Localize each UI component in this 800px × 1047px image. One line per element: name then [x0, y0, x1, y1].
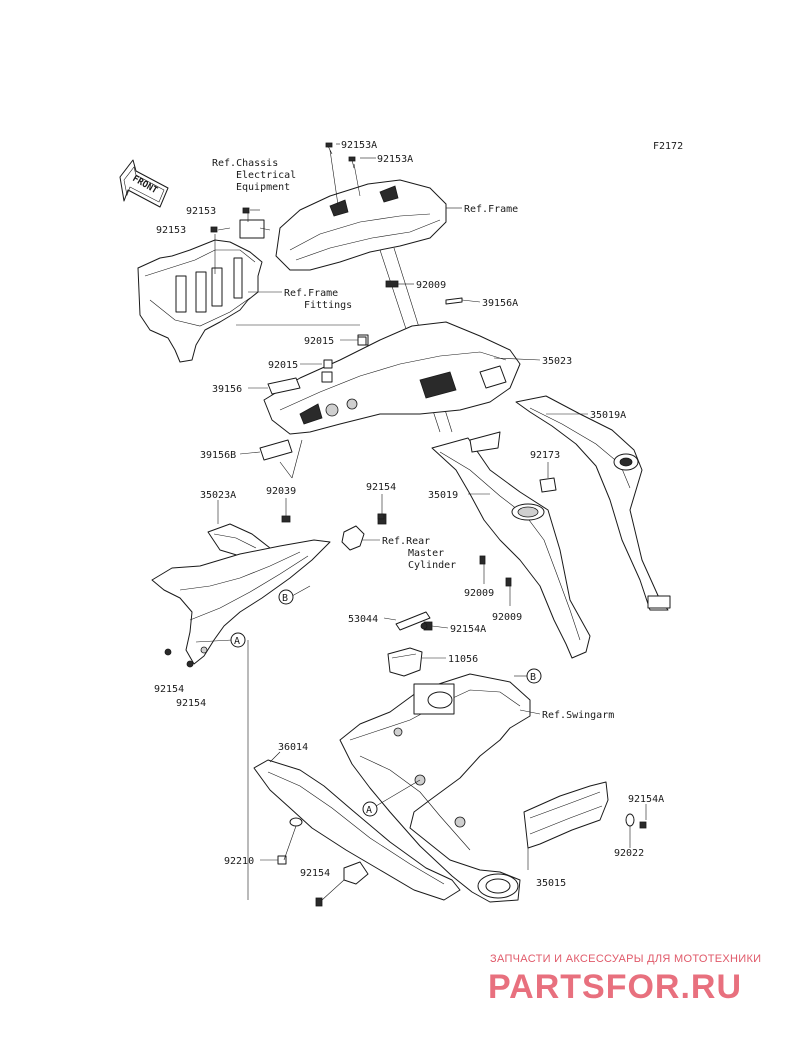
bolt-92154-3-icon — [186, 660, 194, 668]
label-35019: 35019 — [428, 490, 458, 501]
bolt-92039 — [281, 515, 291, 523]
label-ref-rear-master-1: Ref.Rear — [382, 536, 430, 547]
bracket-35019A — [515, 395, 671, 611]
bolt-icons — [164, 142, 647, 907]
label-ref-chassis-3: Equipment — [236, 182, 290, 193]
bolt-92153A-2-icon — [348, 156, 356, 169]
bolt-92154-1-icon — [377, 513, 385, 520]
fastener-92009-top — [385, 280, 399, 288]
label-92154-4: 92154 — [300, 868, 330, 879]
label-ref-frame: Ref.Frame — [464, 204, 518, 215]
bolt-92153-2-icon — [210, 226, 218, 233]
label-92022: 92022 — [614, 848, 644, 859]
ref-B-1: B — [282, 593, 288, 604]
label-92210: 92210 — [224, 856, 254, 867]
cover-35023 — [263, 321, 521, 435]
label-11056: 11056 — [448, 654, 478, 665]
plate-39156A — [445, 297, 463, 305]
label-92154A-2: 92154A — [628, 794, 664, 805]
ref-circle-A-2: A — [362, 801, 378, 817]
chain-guard-36014 — [253, 759, 461, 901]
ref-circle-B-1: B — [278, 589, 294, 605]
watermark-logo: PARTSFOR.RU — [488, 968, 742, 1006]
frame-fittings-bracket — [137, 212, 271, 363]
label-39156: 39156 — [212, 384, 242, 395]
bolt-92015-2-icon — [323, 359, 333, 369]
plate-39156B — [259, 439, 293, 461]
bolt-92154-4-icon — [315, 897, 323, 907]
label-92154-1: 92154 — [366, 482, 396, 493]
ref-A-2: A — [366, 805, 372, 816]
label-ref-chassis-1: Ref.Chassis — [212, 158, 278, 169]
strip-53044 — [395, 611, 431, 631]
label-92153A-1: 92153A — [341, 140, 377, 151]
label-92009-1: 92009 — [416, 280, 446, 291]
ref-A-1: A — [234, 636, 240, 647]
bolt-92154A-2-icon — [639, 821, 647, 829]
label-ref-rear-master-3: Cylinder — [408, 560, 456, 571]
front-arrow-icon: FRONT — [119, 159, 169, 208]
side-cover-left — [151, 539, 331, 665]
label-35023: 35023 — [542, 356, 572, 367]
label-92154-3: 92154 — [176, 698, 206, 709]
label-ref-frame-fittings-2: Fittings — [304, 300, 352, 311]
washer-92022 — [625, 813, 635, 827]
label-36014: 36014 — [278, 742, 308, 753]
label-92173: 92173 — [530, 450, 560, 461]
label-35015: 35015 — [536, 878, 566, 889]
label-53044: 53044 — [348, 614, 378, 625]
label-92015-1: 92015 — [304, 336, 334, 347]
bolt-92009-3-icon — [505, 577, 512, 587]
label-ref-rear-master-2: Master — [408, 548, 444, 559]
label-92009-3: 92009 — [492, 612, 522, 623]
label-39156A: 39156A — [482, 298, 518, 309]
label-92009-2: 92009 — [464, 588, 494, 599]
plate-39156 — [267, 377, 301, 395]
bolt-92153A-1-icon — [325, 142, 333, 155]
label-39156B: 39156B — [200, 450, 236, 461]
bolt-92154-2-icon — [164, 648, 172, 656]
bracket-11056 — [387, 621, 433, 677]
fender-35019 — [431, 431, 591, 659]
figure-code: F2172 — [653, 141, 683, 152]
label-35023A: 35023A — [200, 490, 236, 501]
label-35019A: 35019A — [590, 410, 626, 421]
swingarm — [339, 673, 531, 903]
label-ref-chassis-2: Electrical — [236, 170, 296, 181]
bolt-92015-1-icon — [357, 336, 367, 346]
ref-circle-B-2: B — [526, 668, 542, 684]
bolt-92009-2-icon — [479, 555, 486, 565]
label-ref-frame-fittings-1: Ref.Frame — [284, 288, 338, 299]
ref-B-2: B — [530, 672, 536, 683]
watermark-top-text: ЗАПЧАСТИ И АКСЕССУАРЫ ДЛЯ МОТОТЕХНИКИ — [490, 953, 761, 965]
watermark: ЗАПЧАСТИ И АКСЕССУАРЫ ДЛЯ МОТОТЕХНИКИ PA… — [488, 953, 761, 1006]
label-92153-1: 92153 — [186, 206, 216, 217]
bolt-92154A-1-icon — [420, 622, 428, 630]
bolt-92153-1-icon — [242, 207, 250, 214]
ref-circle-A-1: A — [230, 632, 246, 648]
cover-35015 — [523, 781, 609, 849]
label-92039: 92039 — [266, 486, 296, 497]
label-92154-2: 92154 — [154, 684, 184, 695]
master-cylinder-clip — [341, 513, 387, 551]
clip-92173 — [539, 477, 557, 493]
label-92153-2: 92153 — [156, 225, 186, 236]
label-92154A-1: 92154A — [450, 624, 486, 635]
leader-lines — [195, 143, 647, 901]
label-92153A-2: 92153A — [377, 154, 413, 165]
label-ref-swingarm: Ref.Swingarm — [542, 710, 614, 721]
label-92015-2: 92015 — [268, 360, 298, 371]
